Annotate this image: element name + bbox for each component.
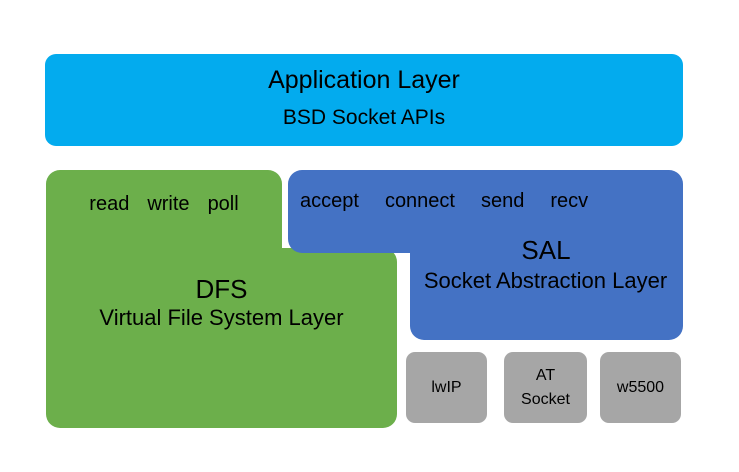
dfs-block-shape[interactable]	[46, 170, 397, 428]
sal-operation-connect: connect	[384, 190, 455, 212]
driver-label-lwip: lwIP	[406, 352, 487, 423]
application-layer-title: Application Layer	[268, 66, 460, 94]
driver-lwip-line-1: lwIP	[431, 378, 462, 396]
sal-block-shape[interactable]	[288, 170, 683, 340]
driver-label-w5500: w5500	[600, 352, 681, 423]
dfs-operation-read: read	[89, 193, 130, 215]
dfs-layer-title: DFS	[195, 274, 248, 304]
sal-layer-subtitle: Socket Abstraction Layer	[423, 268, 668, 293]
application-layer-subtitle: BSD Socket APIs	[282, 106, 446, 129]
driver-at-line-1: AT	[535, 367, 556, 385]
sal-layer-title: SAL	[521, 235, 571, 265]
driver-block-at-socket[interactable]	[504, 352, 587, 423]
dfs-operations-list: read write poll	[46, 193, 282, 216]
dfs-layer-subtitle: Virtual File System Layer	[99, 305, 344, 330]
driver-at-line-2: Socket	[521, 390, 570, 408]
sal-operation-recv: recv	[550, 190, 589, 212]
driver-block-w5500[interactable]	[600, 352, 681, 423]
driver-w5500-line-1: w5500	[616, 378, 665, 396]
application-layer-block[interactable]	[45, 54, 683, 146]
sal-operation-send: send	[481, 190, 525, 212]
driver-block-lwip[interactable]	[406, 352, 487, 423]
sal-operations-list: accept connect send recv	[300, 190, 680, 213]
dfs-operation-write: write	[147, 193, 190, 215]
driver-label-at-socket: AT Socket	[504, 352, 587, 423]
dfs-operation-poll: poll	[207, 193, 239, 215]
sal-operation-accept: accept	[300, 190, 359, 212]
